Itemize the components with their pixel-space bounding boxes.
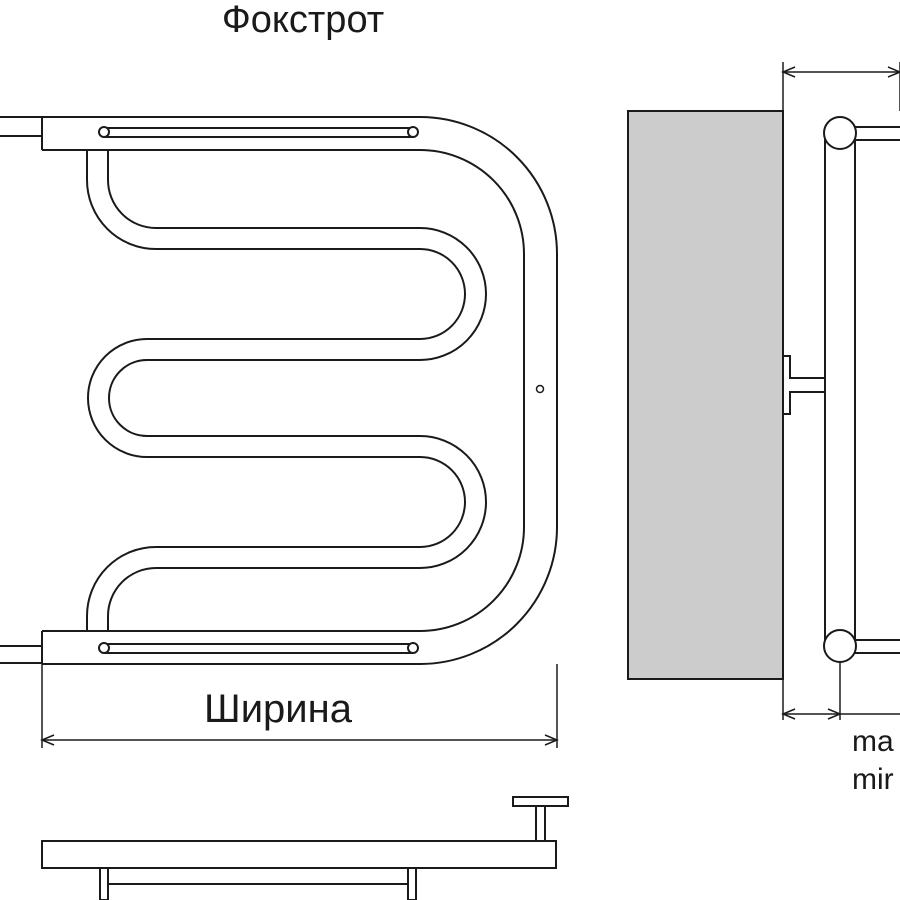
front-view: Ширина xyxy=(0,116,559,748)
side-view: ma mir xyxy=(627,62,900,796)
top-shelf-slot xyxy=(98,126,419,138)
coil-inner-contour xyxy=(107,150,487,631)
bottom-shelf-slot xyxy=(98,642,419,654)
outer-rim-tube xyxy=(42,116,558,665)
side-bottom-bend xyxy=(823,629,857,663)
pipe-stub-bottom xyxy=(0,645,42,664)
side-stubs xyxy=(855,126,900,654)
inner-rim-tube xyxy=(42,149,525,632)
offset-min-label: mir xyxy=(852,763,894,796)
diagram-title: Фокстрот xyxy=(222,0,384,41)
side-top-dimension xyxy=(781,62,900,111)
pipe-stub-top xyxy=(0,116,42,137)
top-view-body xyxy=(41,840,557,869)
width-dimension xyxy=(40,664,559,748)
top-view-right-post xyxy=(407,867,417,900)
wall-mount-fixture xyxy=(782,355,827,415)
offset-max-label: ma xyxy=(852,725,894,758)
side-top-bend xyxy=(823,116,857,150)
width-label: Ширина xyxy=(204,687,353,731)
top-view-left-post xyxy=(99,867,109,900)
top-view xyxy=(41,796,569,900)
side-bottom-dimension xyxy=(781,662,900,720)
wall xyxy=(627,110,784,680)
top-view-wall-flange xyxy=(512,796,569,807)
coil-outer-contour xyxy=(86,150,466,631)
side-vertical-tube xyxy=(824,129,856,651)
air-vent-dot xyxy=(535,384,545,394)
top-view-mount-post xyxy=(535,805,546,842)
